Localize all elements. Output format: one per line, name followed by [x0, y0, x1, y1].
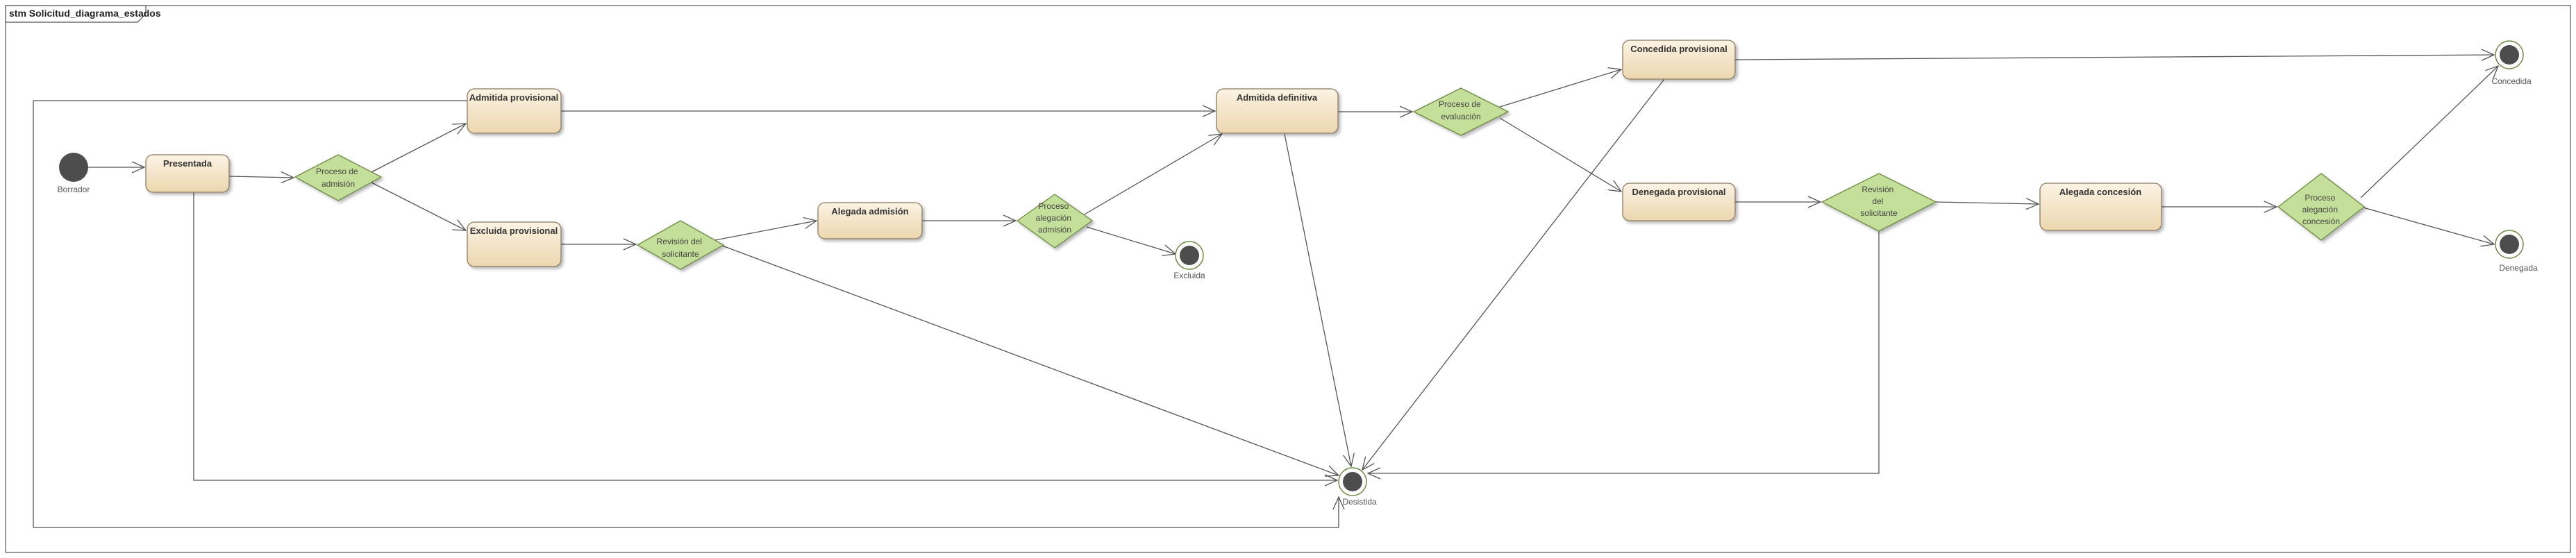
- state-label: Admitida definitiva: [1237, 92, 1318, 103]
- edge-admision-admitida-provisional: [371, 124, 466, 173]
- edge-revision-1-alegada-admision: [714, 221, 817, 241]
- state-label: Admitida provisional: [469, 92, 559, 103]
- final-node-label: Denegada: [2499, 263, 2538, 273]
- edge-evaluacion-denegada-prov: [1499, 117, 1621, 192]
- state-label: Denegada provisional: [1632, 187, 1725, 197]
- edge-admision-excluida-provisional: [371, 182, 466, 230]
- edge-concedida-prov-desistida: [1362, 78, 1665, 470]
- edge-alegacion-concesion-concedida: [2360, 66, 2498, 198]
- final-node-excluida[interactable]: Excluida: [1173, 241, 1205, 280]
- state-admitida-definitiva[interactable]: Admitida definitiva: [1216, 88, 1339, 134]
- edge-revision-2-alegada-concesion: [1935, 202, 2039, 204]
- decision-proceso-admision[interactable]: Proceso de admisión: [294, 154, 383, 201]
- final-node-denegada[interactable]: Denegada: [2495, 230, 2538, 273]
- final-node-concedida[interactable]: Concedida: [2491, 40, 2532, 86]
- decision-label: Revisión del solicitante: [1860, 185, 1898, 218]
- decision-proceso-alegacion-admision[interactable]: Proceso alegación admisión: [1016, 194, 1094, 248]
- state-denegada-provisional[interactable]: Denegada provisional: [1622, 183, 1736, 221]
- decision-revision-solicitante-1[interactable]: Revisión del solicitante: [636, 220, 725, 270]
- edge-alegacion-concesion-denegada: [2360, 206, 2494, 244]
- edge-admitida-prov-desistida: [33, 100, 1339, 528]
- state-alegada-admision[interactable]: Alegada admisión: [817, 202, 923, 239]
- decision-proceso-alegacion-concesion[interactable]: Proceso alegación concesión: [2277, 173, 2366, 241]
- edge-presentada-proceso-admision: [228, 176, 294, 178]
- edge-alegacion-excluida: [1086, 226, 1176, 254]
- state-label: Presentada: [163, 158, 212, 169]
- final-node-label: Desistida: [1342, 497, 1377, 507]
- final-node-desistida[interactable]: Desistida: [1338, 467, 1377, 507]
- decision-label: Revisión del solicitante: [657, 237, 705, 259]
- initial-node-borrador[interactable]: Borrador: [58, 153, 90, 194]
- transitions: [33, 55, 2498, 528]
- decision-label: Proceso de evaluación: [1439, 99, 1483, 121]
- edge-alegacion-admitida-definitiva: [1082, 134, 1222, 216]
- state-alegada-concesion[interactable]: Alegada concesión: [2039, 183, 2162, 231]
- state-admitida-provisional[interactable]: Admitida provisional: [467, 88, 562, 134]
- frame-title: stm Solicitud_diagrama_estados: [9, 8, 161, 19]
- edge-concedida-prov-concedida: [1734, 55, 2494, 60]
- state-label: Excluida provisional: [470, 226, 558, 236]
- edge-revision-1-desistida: [721, 245, 1339, 475]
- state-label: Concedida provisional: [1630, 44, 1727, 54]
- state-presentada[interactable]: Presentada: [145, 154, 230, 193]
- decision-revision-solicitante-2[interactable]: Revisión del solicitante: [1821, 173, 1937, 232]
- state-concedida-provisional[interactable]: Concedida provisional: [1622, 40, 1736, 80]
- edge-presentada-desistida: [193, 192, 1337, 480]
- edge-revision-2-desistida: [1368, 231, 1880, 473]
- state-label: Alegada admisión: [831, 206, 908, 217]
- final-node-label: Excluida: [1173, 271, 1205, 280]
- decision-label: Proceso alegación concesión: [2302, 193, 2341, 226]
- decision-label: Proceso de admisión: [316, 167, 360, 189]
- decision-proceso-evaluacion[interactable]: Proceso de evaluación: [1412, 87, 1509, 136]
- initial-node-label: Borrador: [58, 185, 90, 194]
- state-label: Alegada concesión: [2059, 187, 2142, 197]
- edge-admitida-def-desistida: [1284, 133, 1351, 466]
- final-node-label: Concedida: [2491, 76, 2532, 86]
- decision-label: Proceso alegación admisión: [1036, 201, 1074, 235]
- diagram-frame: stm Solicitud_diagrama_estados: [5, 5, 2571, 553]
- state-excluida-provisional[interactable]: Excluida provisional: [467, 221, 562, 267]
- edge-evaluacion-concedida-prov: [1499, 69, 1621, 108]
